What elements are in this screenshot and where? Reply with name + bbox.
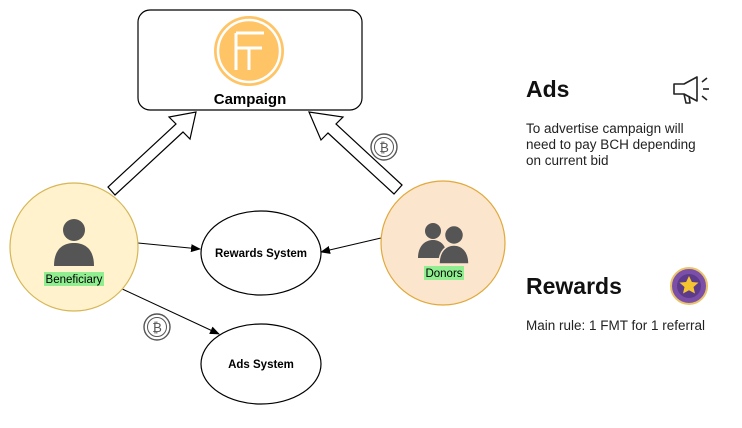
beneficiary-to-campaign-arrow — [107, 111, 197, 196]
donors-label-highlight — [424, 266, 464, 280]
campaign-logo-icon — [214, 16, 284, 86]
ads-description-line: To advertise campaign will — [526, 121, 684, 136]
ads-system-label: Ads System — [228, 359, 294, 371]
ads-description-line: on current bid — [526, 153, 609, 168]
campaign-label: Campaign — [214, 91, 287, 108]
rewards-panel-description: Main rule: 1 FMT for 1 referral — [526, 318, 706, 333]
bitcoin-coin-icon: ₿ — [370, 133, 398, 161]
rewards-panel-title: Rewards — [526, 273, 622, 299]
beneficiary-label-highlight — [44, 272, 104, 286]
ads-system-node[interactable]: Ads System — [200, 323, 322, 405]
svg-text:₿: ₿ — [152, 321, 162, 336]
donors-to-campaign-arrow — [308, 111, 403, 195]
donors-to-rewards-connector — [320, 237, 382, 254]
donors-node[interactable]: Donors — [380, 180, 506, 306]
star-badge-icon — [670, 267, 708, 305]
ads-panel-description: To advertise campaign will need to pay B… — [526, 121, 736, 169]
rewards-system-node[interactable]: Rewards System — [200, 210, 322, 296]
person-icon — [54, 219, 94, 266]
beneficiary-node[interactable]: Beneficiary — [9, 182, 139, 312]
people-icon — [418, 223, 470, 265]
megaphone-icon — [673, 76, 709, 104]
bitcoin-coin-icon: ₿ — [143, 313, 171, 341]
donors-label: Donors — [425, 268, 462, 280]
beneficiary-to-rewards-connector — [137, 242, 201, 253]
ads-panel-title: Ads — [526, 76, 570, 102]
rewards-system-label: Rewards System — [215, 248, 307, 260]
campaign-node[interactable]: Campaign — [137, 9, 363, 111]
ads-description-line: need to pay BCH depending — [526, 137, 696, 152]
beneficiary-to-ads-connector — [117, 286, 220, 335]
svg-text:₿: ₿ — [379, 141, 389, 156]
beneficiary-label: Beneficiary — [46, 274, 103, 286]
